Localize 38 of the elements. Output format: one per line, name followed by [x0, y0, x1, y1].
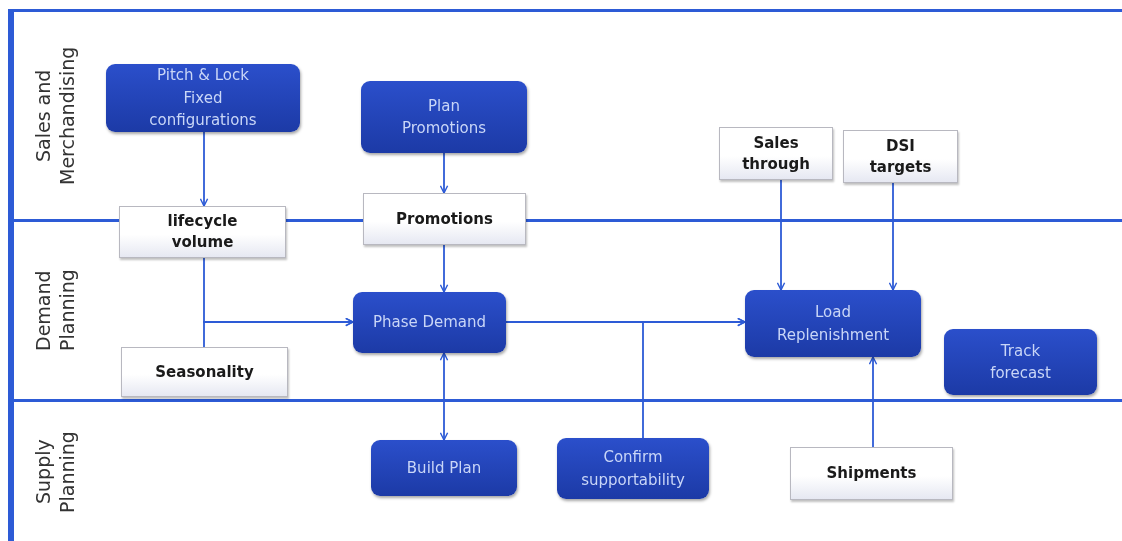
- data-box: [843, 130, 958, 183]
- process-box: [353, 292, 506, 353]
- lane-heading: Demand Planning: [11, 222, 97, 399]
- box-label: Pitch & Lock Fixed configurations: [148, 65, 258, 132]
- box-label: Sales through: [741, 132, 811, 175]
- box-label: Build Plan: [406, 457, 482, 479]
- box-label: lifecycle volume: [166, 211, 239, 253]
- connector-arrow: [199, 131, 209, 207]
- data-box: [363, 193, 526, 245]
- connector-arrow: [439, 244, 449, 293]
- connector-arrow: [203, 317, 354, 348]
- data-box: [790, 447, 953, 500]
- connector-arrow: [888, 182, 898, 291]
- process-box: [557, 438, 709, 499]
- process-box: [745, 290, 921, 357]
- box-label: Promotions: [396, 208, 493, 230]
- box-label: Load Replenishment: [775, 302, 891, 346]
- connector-arrow: [776, 179, 786, 291]
- data-box: [719, 127, 833, 180]
- connector-arrow: [642, 317, 746, 439]
- box-label: Phase Demand: [372, 312, 487, 334]
- data-box: [121, 347, 288, 397]
- box-label: Seasonality: [155, 361, 254, 383]
- data-box: [119, 206, 286, 258]
- box-label: Shipments: [826, 463, 917, 484]
- connector-arrow: [439, 352, 449, 441]
- box-label: Track forecast: [989, 340, 1052, 384]
- connector-arrow: [439, 152, 449, 194]
- process-box: [106, 64, 300, 132]
- box-label: DSI targets: [869, 135, 932, 178]
- lane-heading: Sales and Merchandising: [11, 12, 97, 219]
- process-box: [361, 81, 527, 153]
- box-label: Confirm supportability: [580, 447, 686, 491]
- process-box: [944, 329, 1097, 395]
- box-label: Plan Promotions: [401, 95, 487, 139]
- connector-arrow: [868, 356, 878, 448]
- lane-heading: Supply Planning: [11, 402, 97, 541]
- process-box: [371, 440, 517, 496]
